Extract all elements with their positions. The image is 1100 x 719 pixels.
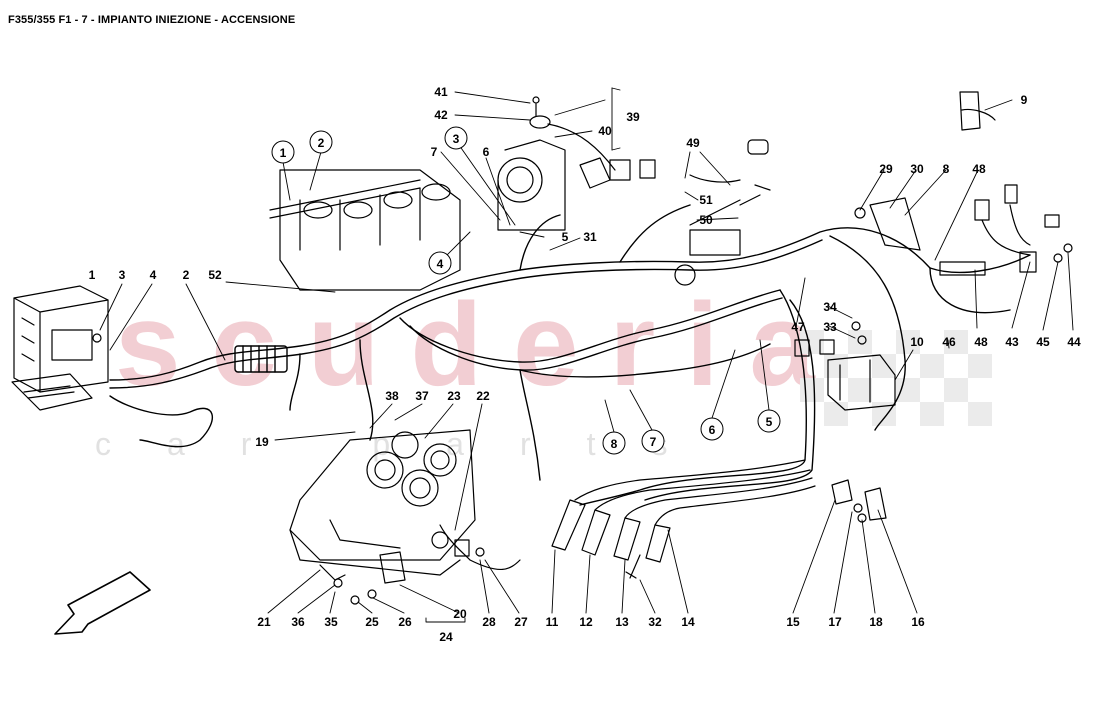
callout-5-a: 5 — [562, 230, 569, 244]
bracket-8 — [854, 197, 921, 251]
callout-13: 13 — [615, 615, 629, 629]
callout-48-a: 48 — [972, 162, 986, 176]
callout-34: 34 — [823, 300, 837, 314]
callout-25: 25 — [365, 615, 379, 629]
callout-24: 24 — [439, 630, 453, 644]
intake-manifold — [269, 169, 461, 291]
right-connectors — [939, 184, 1073, 276]
callout-50: 50 — [699, 213, 713, 227]
callout-9: 9 — [1021, 93, 1028, 107]
callout-23: 23 — [447, 389, 461, 403]
callout-18: 18 — [869, 615, 883, 629]
callout-1-a: 1 — [280, 146, 287, 160]
callout-35: 35 — [324, 615, 338, 629]
callout-41: 41 — [434, 85, 448, 99]
callout-6-a: 6 — [483, 145, 490, 159]
callout-14: 14 — [681, 615, 695, 629]
callout-49: 49 — [686, 136, 700, 150]
throttle-body — [497, 96, 616, 231]
bracket-15-18 — [831, 479, 887, 523]
callout-37: 37 — [415, 389, 429, 403]
callout-21: 21 — [257, 615, 271, 629]
callout-12: 12 — [579, 615, 593, 629]
callout-10: 10 — [910, 335, 924, 349]
callout-19: 19 — [255, 435, 269, 449]
callout-43: 43 — [1005, 335, 1019, 349]
callout-52: 52 — [208, 268, 222, 282]
callout-36: 36 — [291, 615, 305, 629]
main-wiring-harness — [109, 204, 1031, 506]
callout-33: 33 — [823, 320, 837, 334]
callout-42: 42 — [434, 108, 448, 122]
orientation-arrow — [54, 571, 151, 635]
callout-44: 44 — [1067, 335, 1081, 349]
callout-1-b: 1 — [89, 268, 96, 282]
callout-45: 45 — [1036, 335, 1050, 349]
watermark-sub: car parts — [95, 426, 723, 462]
callout-4-a: 4 — [437, 257, 444, 271]
callout-20: 20 — [453, 607, 467, 621]
callout-31: 31 — [583, 230, 597, 244]
callout-26: 26 — [398, 615, 412, 629]
callout-17: 17 — [828, 615, 842, 629]
callout-3-c: 3 — [119, 268, 126, 282]
callout-4-b: 4 — [150, 268, 157, 282]
leader-lines — [99, 87, 1074, 623]
sensor-cluster — [579, 139, 771, 286]
callout-circles — [271, 126, 781, 455]
callout-32: 32 — [648, 615, 662, 629]
callout-16: 16 — [911, 615, 925, 629]
page-title: F355/355 F1 - 7 - IMPIANTO INIEZIONE - A… — [8, 14, 296, 26]
callout-7-a: 7 — [431, 145, 438, 159]
bracket-9 — [959, 91, 996, 131]
callout-8-b: 8 — [611, 437, 618, 451]
callout-8-a: 8 — [943, 162, 950, 176]
callout-7-b: 7 — [650, 435, 657, 449]
callout-46: 46 — [942, 335, 956, 349]
callout-15: 15 — [786, 615, 800, 629]
callout-40: 40 — [598, 124, 612, 138]
callout-6-b: 6 — [709, 423, 716, 437]
callout-2-a: 2 — [318, 136, 325, 150]
callout-28: 28 — [482, 615, 496, 629]
callout-11: 11 — [546, 615, 559, 629]
callout-39: 39 — [626, 110, 640, 124]
lower-left-bits — [319, 547, 485, 605]
callout-38: 38 — [385, 389, 399, 403]
watermark: scuderia car parts — [95, 279, 992, 462]
spark-plug-boots — [551, 499, 671, 579]
callout-2-b: 2 — [183, 268, 190, 282]
ecu-unit — [11, 285, 109, 411]
callout-29: 29 — [879, 162, 893, 176]
ignition-coil — [794, 321, 896, 411]
callout-27: 27 — [514, 615, 528, 629]
callout-22: 22 — [476, 389, 490, 403]
spark-plug-leads — [574, 459, 816, 526]
watermark-brand: scuderia — [115, 279, 816, 411]
callout-3-a: 3 — [453, 132, 460, 146]
callout-5-b: 5 — [766, 415, 773, 429]
callout-30: 30 — [910, 162, 924, 176]
callout-47: 47 — [791, 320, 805, 334]
crank-sensor — [439, 524, 521, 570]
callout-51: 51 — [699, 193, 713, 207]
callout-48-b: 48 — [974, 335, 988, 349]
